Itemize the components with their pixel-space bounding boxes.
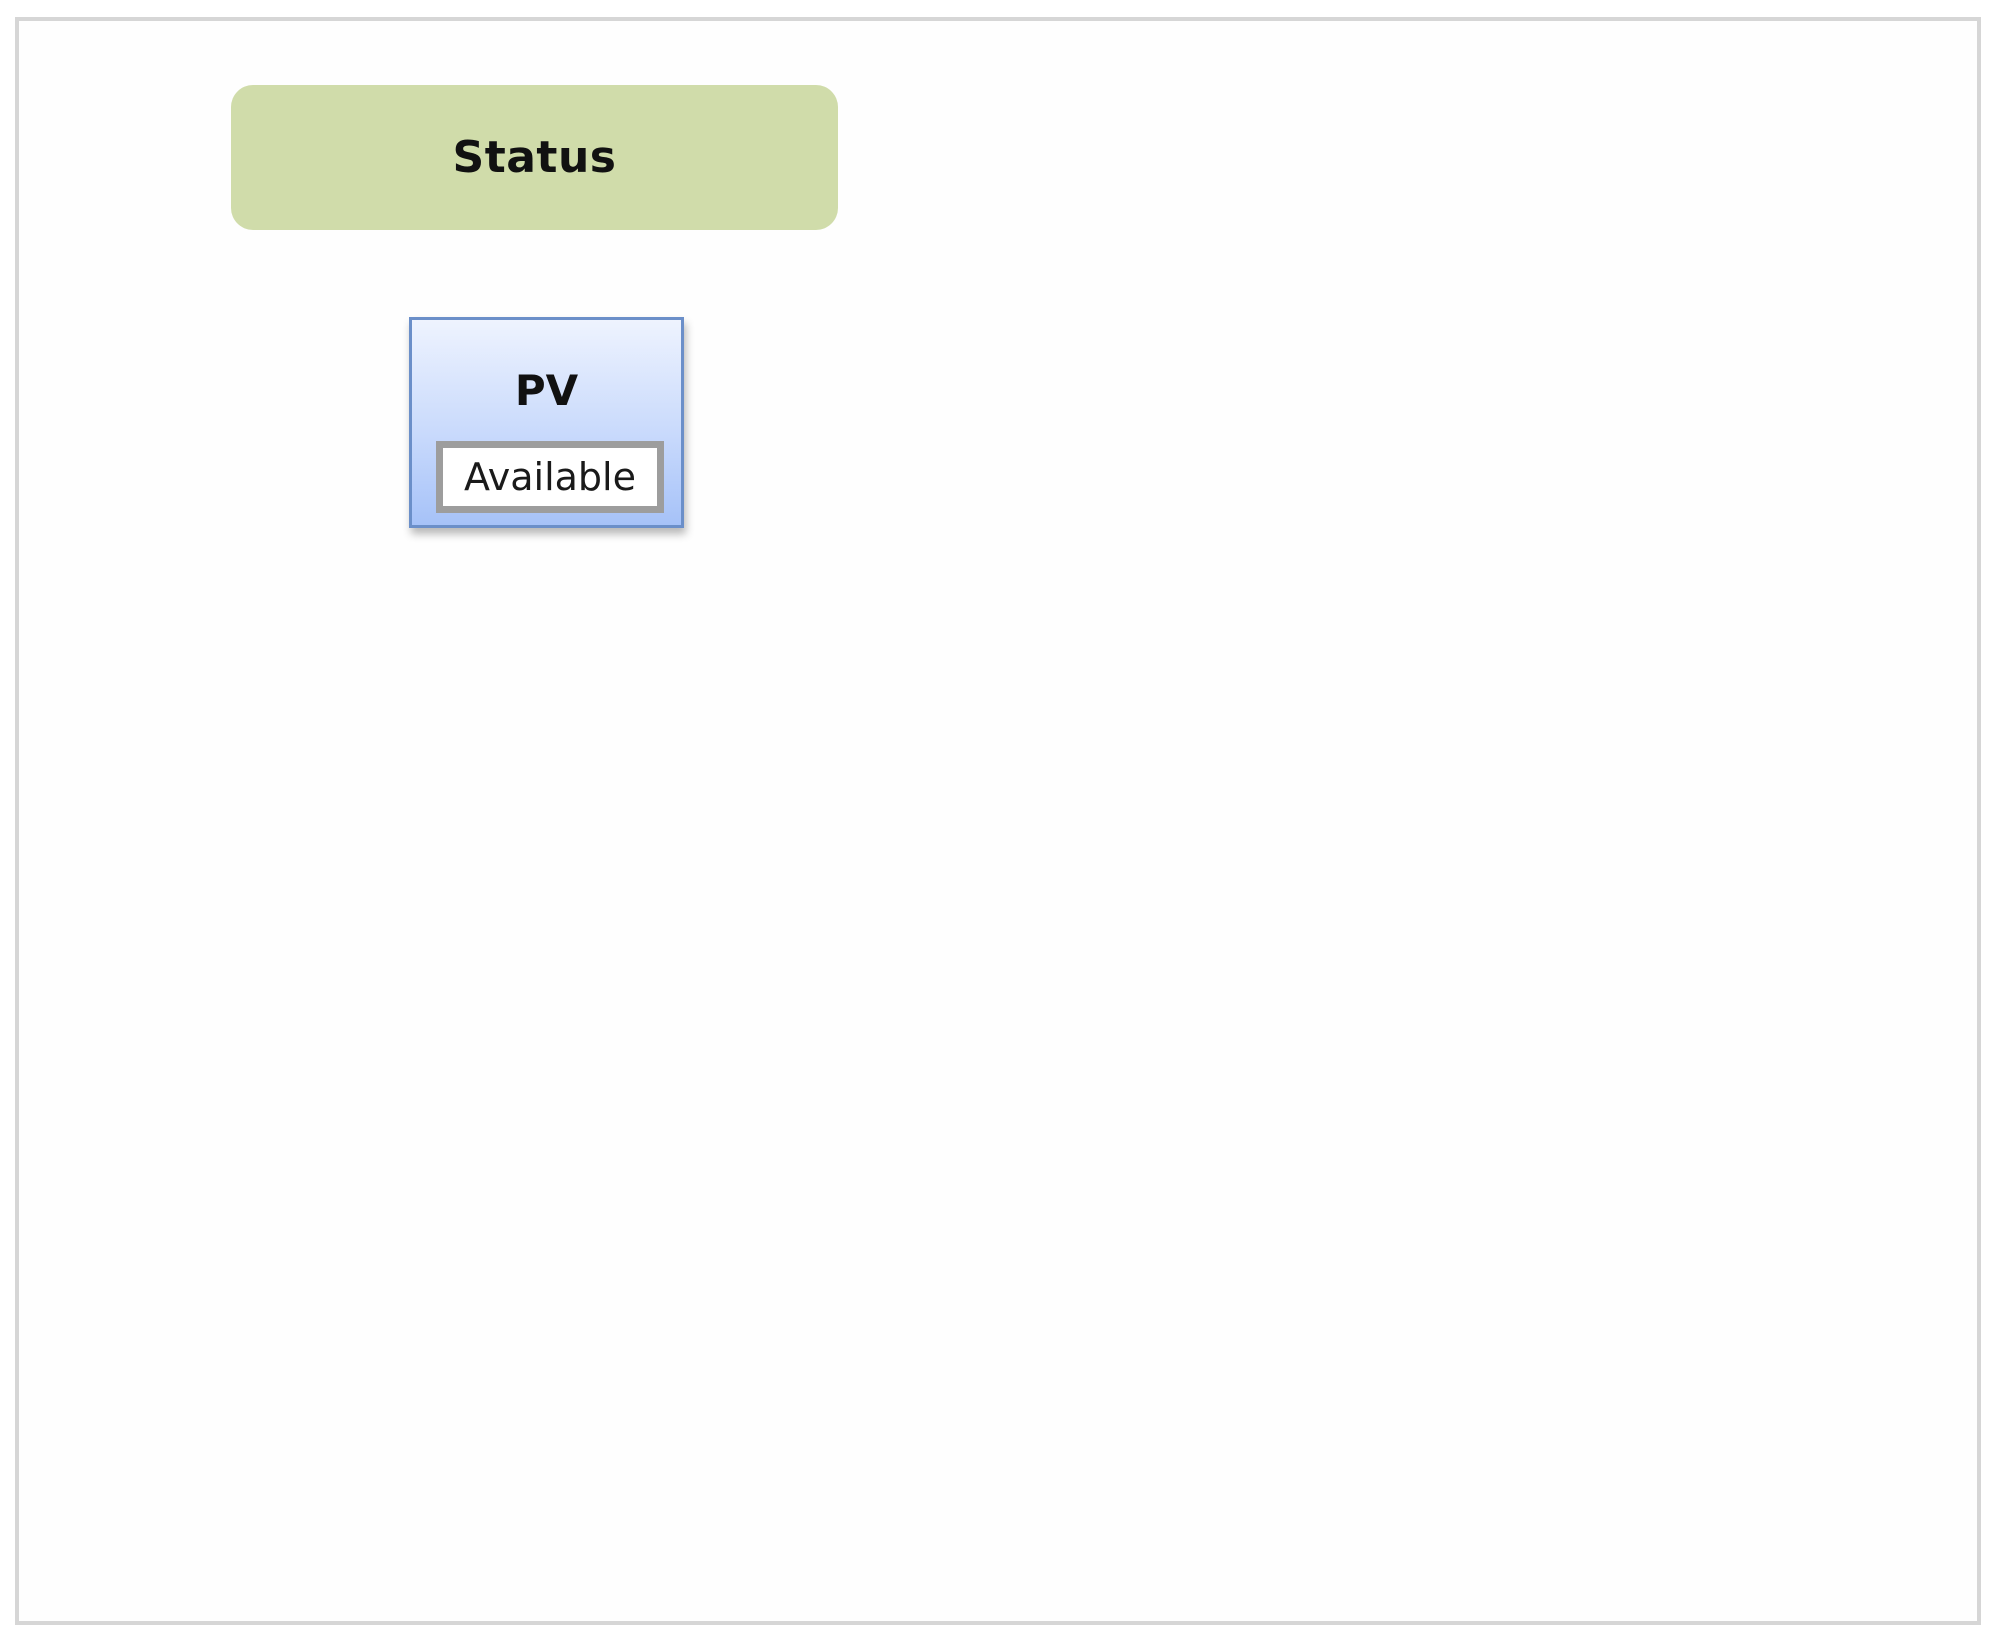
pv-state-badge: Available bbox=[436, 441, 664, 513]
status-banner: Status bbox=[231, 85, 838, 230]
pv-title: PV bbox=[514, 366, 579, 415]
pv-box: PV Available bbox=[409, 317, 684, 528]
slide-canvas bbox=[15, 17, 1981, 1625]
status-banner-label: Status bbox=[452, 132, 617, 183]
